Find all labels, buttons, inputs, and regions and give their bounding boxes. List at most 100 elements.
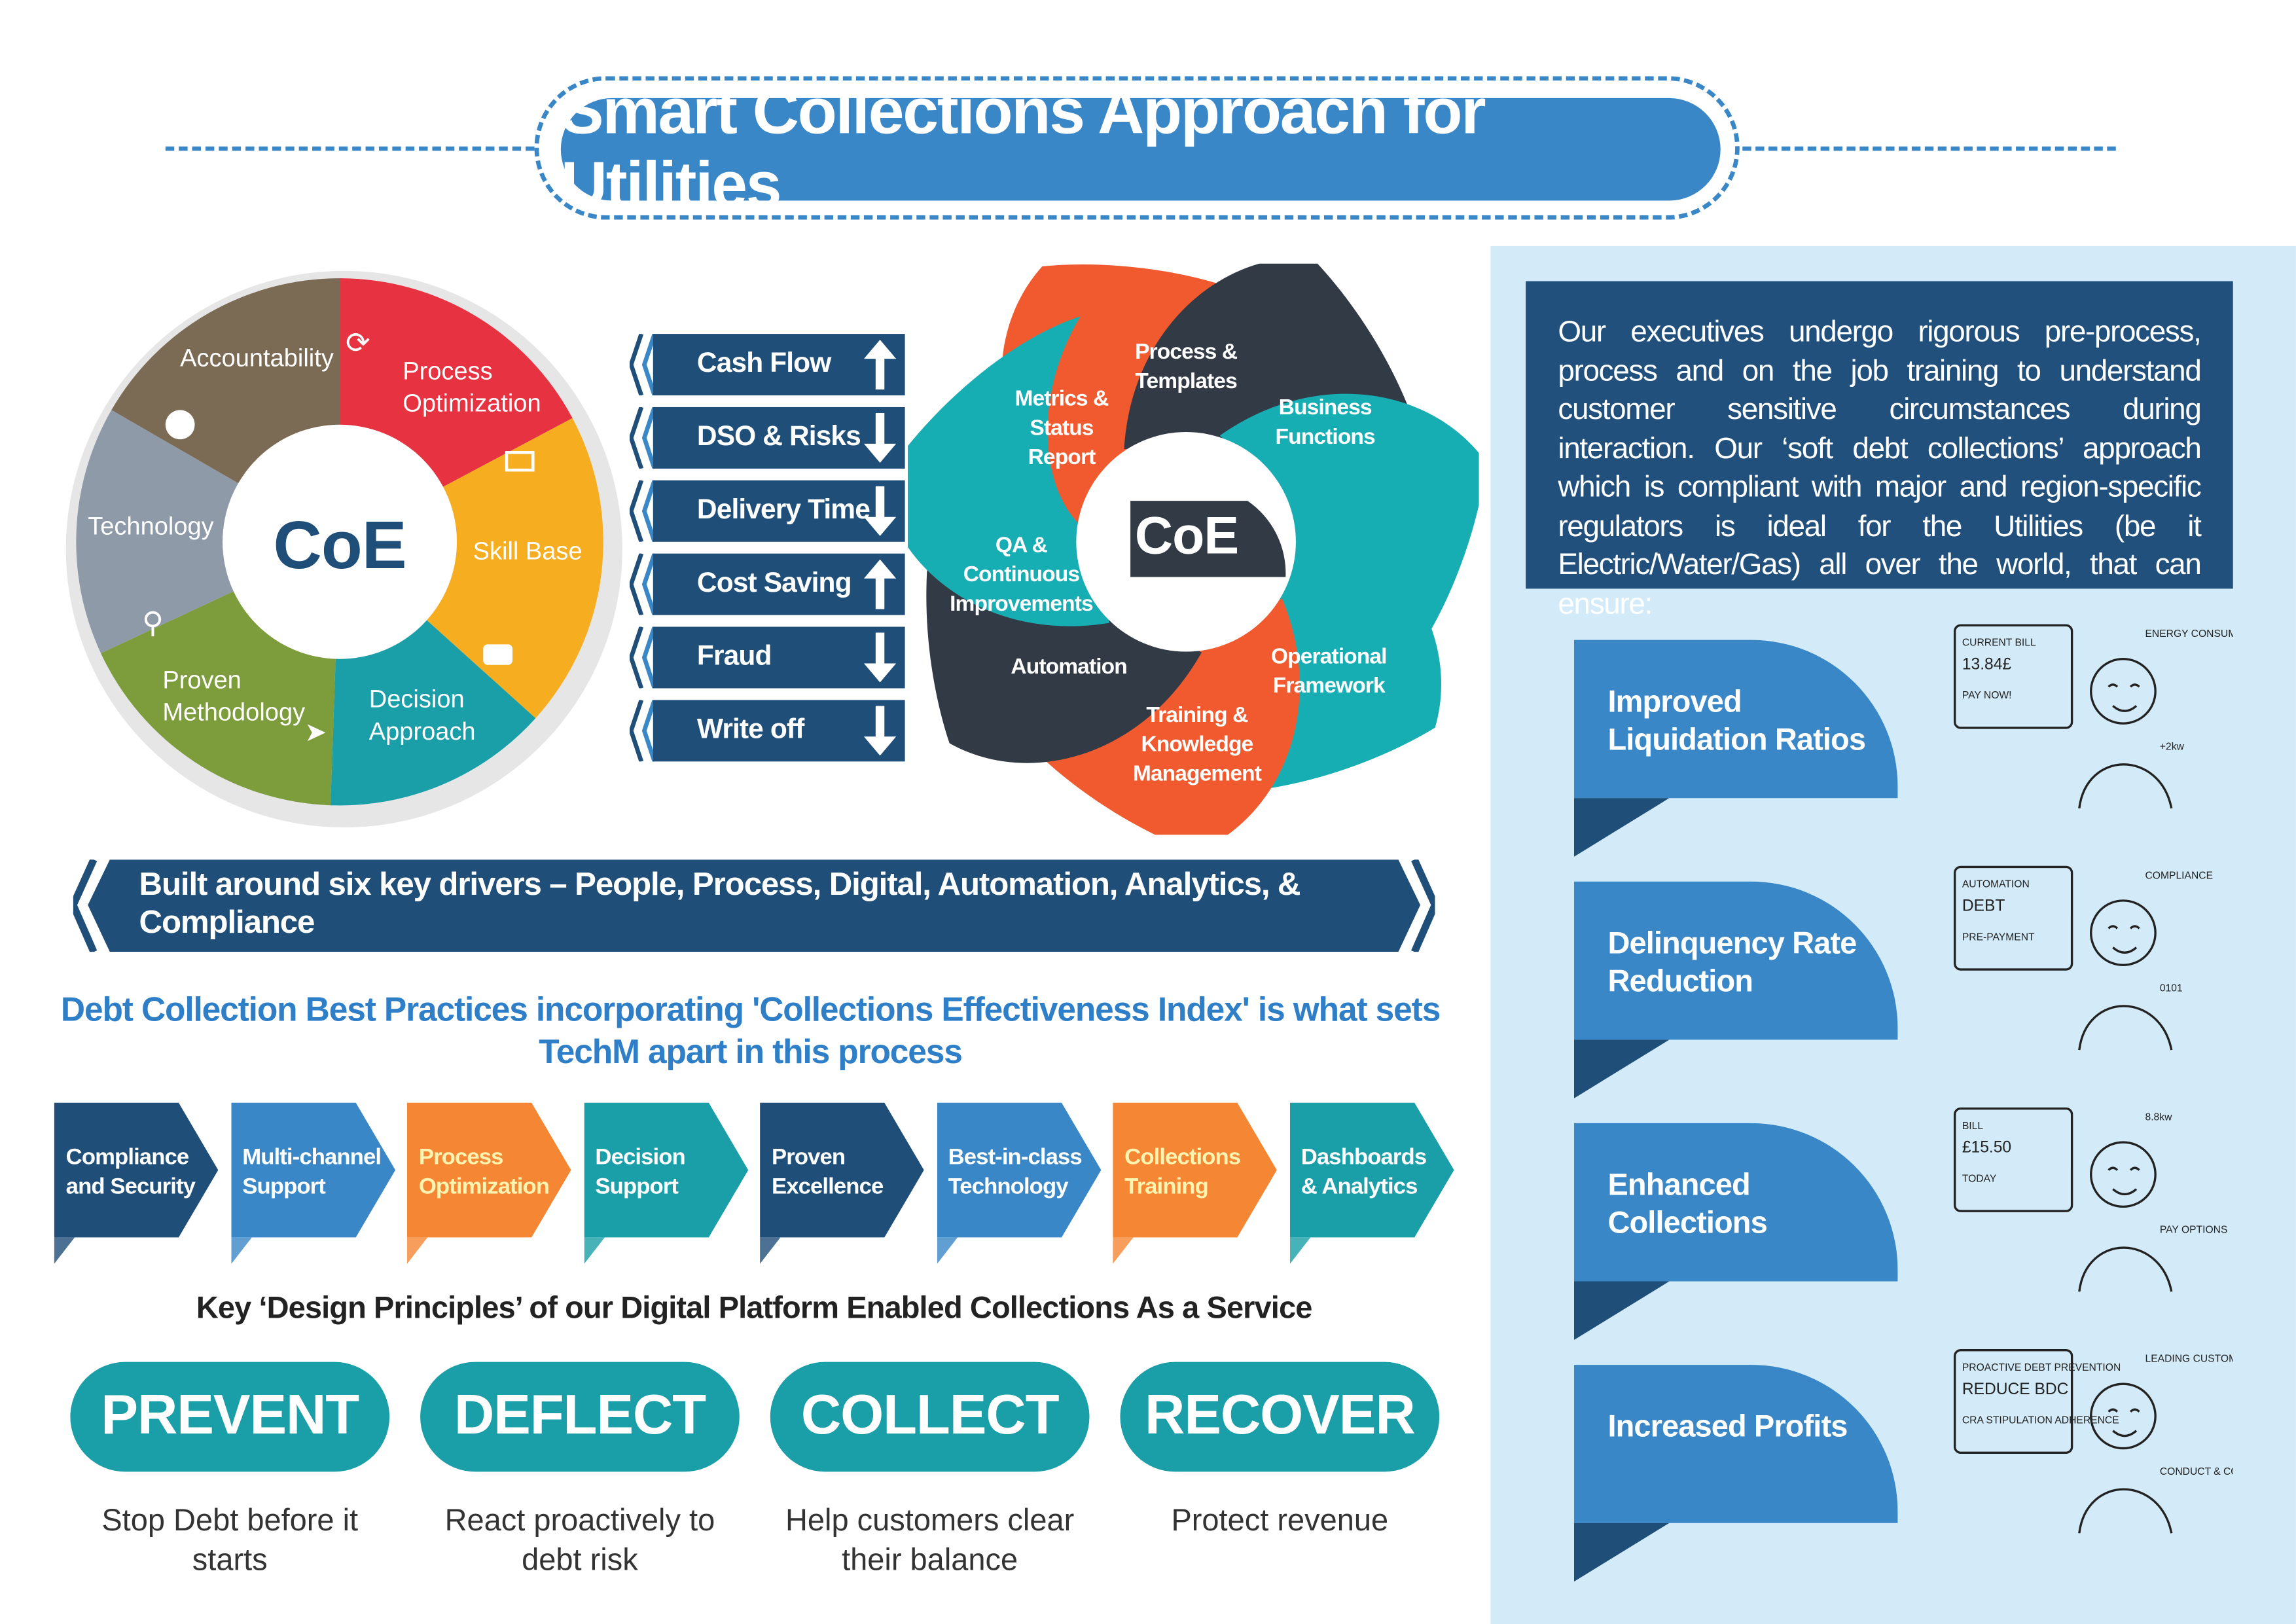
metric-label: Fraud xyxy=(653,626,905,689)
sketch-text: TODAY xyxy=(1962,1173,1997,1184)
benefit-tab: Improved Liquidation Ratios xyxy=(1573,640,1898,799)
principle-description: Help customers clear their balance xyxy=(785,1504,1075,1578)
sketch-text: £15.50 xyxy=(1962,1139,2011,1157)
practice-card: Best-in-class Technology xyxy=(936,1102,1101,1264)
practice-label: Proven Excellence xyxy=(772,1145,884,1200)
title-dash-right xyxy=(1742,146,2116,151)
arrow-down-icon xyxy=(863,486,897,536)
metric-row: Delivery Time xyxy=(629,480,905,542)
arrow-down-icon xyxy=(863,412,897,463)
metric-row: Cash Flow xyxy=(629,334,905,396)
metric-label: Cost Saving xyxy=(653,553,905,615)
metric-label: Delivery Time xyxy=(653,480,905,542)
practice-card: Decision Support xyxy=(583,1102,748,1264)
sketch-text: PROACTIVE DEBT PREVENTION xyxy=(1962,1362,2121,1373)
wheel-segment xyxy=(76,410,340,653)
title-dash-left xyxy=(165,146,535,151)
pie-chart-icon xyxy=(165,410,195,440)
arrow-up-icon xyxy=(863,340,897,390)
practice-label: Multi-channel Support xyxy=(242,1145,382,1200)
benefit-tab-fold xyxy=(1573,1039,1670,1098)
sketch-text: 8.8kw xyxy=(2145,1111,2172,1123)
petal-business-functions: Business Functions xyxy=(1275,395,1376,450)
search-icon: ⚲ xyxy=(142,607,164,640)
benefit-tab-fold xyxy=(1573,798,1670,857)
coe-center-label: CoE xyxy=(273,507,406,583)
chevron-left-icon xyxy=(629,626,657,689)
metric-row: Cost Saving xyxy=(629,553,905,615)
best-practices-heading: Debt Collection Best Practices incorpora… xyxy=(60,990,1441,1071)
chevron-left-icon xyxy=(629,334,657,396)
sketch-text: CURRENT BILL xyxy=(1962,638,2036,649)
practice-label: Compliance and Security xyxy=(65,1145,196,1200)
principle-description: Protect revenue xyxy=(1171,1504,1389,1538)
sketch-illustration: CURRENT BILL 13.84£ PAY NOW! ENERGY CONSUMP… xyxy=(1953,624,2233,809)
metric-row: DSO & Risks xyxy=(629,406,905,469)
sketch-text: PAY OPTIONS xyxy=(2160,1225,2228,1236)
paper-plane-icon: ➤ xyxy=(304,717,327,747)
principle-collect: COLLECT xyxy=(770,1362,1090,1472)
wheel-segment xyxy=(340,418,603,719)
petal xyxy=(990,598,1300,835)
metric-label: DSO & Risks xyxy=(653,406,905,469)
chevron-left-icon xyxy=(629,700,657,762)
principle-description: Stop Debt before it starts xyxy=(101,1504,359,1578)
petal-automation: Automation xyxy=(1011,655,1127,680)
sketch-text: 0101 xyxy=(2160,983,2183,994)
chevron-left-icon xyxy=(629,480,657,542)
principle-description: React proactively to debt risk xyxy=(444,1504,715,1578)
principle-prevent: PREVENT xyxy=(70,1362,390,1472)
practice-card: Proven Excellence xyxy=(760,1102,924,1264)
sketch-text: CONDUCT & COMPLIANCE xyxy=(2160,1466,2233,1477)
sketch-text: ENERGY CONSUMPTION xyxy=(2145,628,2233,640)
principle-deflect: DEFLECT xyxy=(420,1362,740,1472)
segment-proven-methodology: Proven Methodology xyxy=(162,666,306,727)
petal-process-templates: Process & Templates xyxy=(1135,340,1238,394)
sketch-text: LEADING CUSTOMER EXPERIENCE xyxy=(2145,1354,2233,1365)
principle-recover: RECOVER xyxy=(1120,1362,1440,1472)
sketch-text: PAY NOW! xyxy=(1962,690,2012,701)
segment-accountability: Accountability xyxy=(180,344,334,372)
title-frame xyxy=(534,76,1740,220)
practice-card: Collections Training xyxy=(1113,1102,1277,1264)
chat-icon xyxy=(483,644,513,665)
sketch-text: 13.84£ xyxy=(1962,655,2012,673)
practice-label: Dashboards & Analytics xyxy=(1300,1145,1427,1200)
arrow-down-icon xyxy=(863,632,897,683)
segment-process-optimization: Process Optimization xyxy=(403,357,541,418)
arrow-down-icon xyxy=(863,706,897,756)
metric-row: Write off xyxy=(629,700,905,762)
sketch-text: BILL xyxy=(1962,1121,1983,1132)
benefit-tab-fold xyxy=(1573,1523,1670,1582)
sketch-illustration: PROACTIVE DEBT PREVENTION REDUCE BDC CRA S… xyxy=(1953,1349,2233,1534)
petal-center-label: CoE xyxy=(1134,505,1239,566)
chevron-left-icon xyxy=(629,406,657,469)
petal-training: Training & Knowledge Management xyxy=(1132,702,1262,787)
design-principles-heading: Key ‘Design Principles’ of our Digital P… xyxy=(196,1291,1313,1326)
chevron-left-icon xyxy=(629,553,657,615)
sketch-text: CRA STIPULATION ADHERENCE xyxy=(1962,1415,2119,1426)
arrow-up-icon xyxy=(863,559,897,609)
segment-technology: Technology xyxy=(88,513,214,541)
practice-card: Multi-channel Support xyxy=(230,1102,395,1264)
page-title: Smart Collections Approach for Utilities xyxy=(560,76,1721,221)
sketch-text: PRE-PAYMENT xyxy=(1962,931,2035,943)
petal xyxy=(908,316,1110,626)
practice-label: Decision Support xyxy=(595,1145,685,1200)
petal-operational-framework: Operational Framework xyxy=(1270,644,1388,699)
monitor-icon xyxy=(505,451,535,472)
sketch-text: REDUCE BDC xyxy=(1962,1380,2069,1398)
benefit-tab-fold xyxy=(1573,1281,1670,1341)
metric-row: Fraud xyxy=(629,626,905,689)
sketch-text: +2kw xyxy=(2160,741,2185,752)
sketch-text: COMPLIANCE xyxy=(2145,870,2213,881)
wheel-center xyxy=(223,424,457,659)
practice-label: Best-in-class Technology xyxy=(948,1145,1083,1200)
metric-label: Write off xyxy=(653,700,905,762)
coe-petal-wheel xyxy=(908,263,1479,835)
sketch-text: DEBT xyxy=(1962,897,2005,915)
refresh-icon: ⟳ xyxy=(345,328,370,361)
